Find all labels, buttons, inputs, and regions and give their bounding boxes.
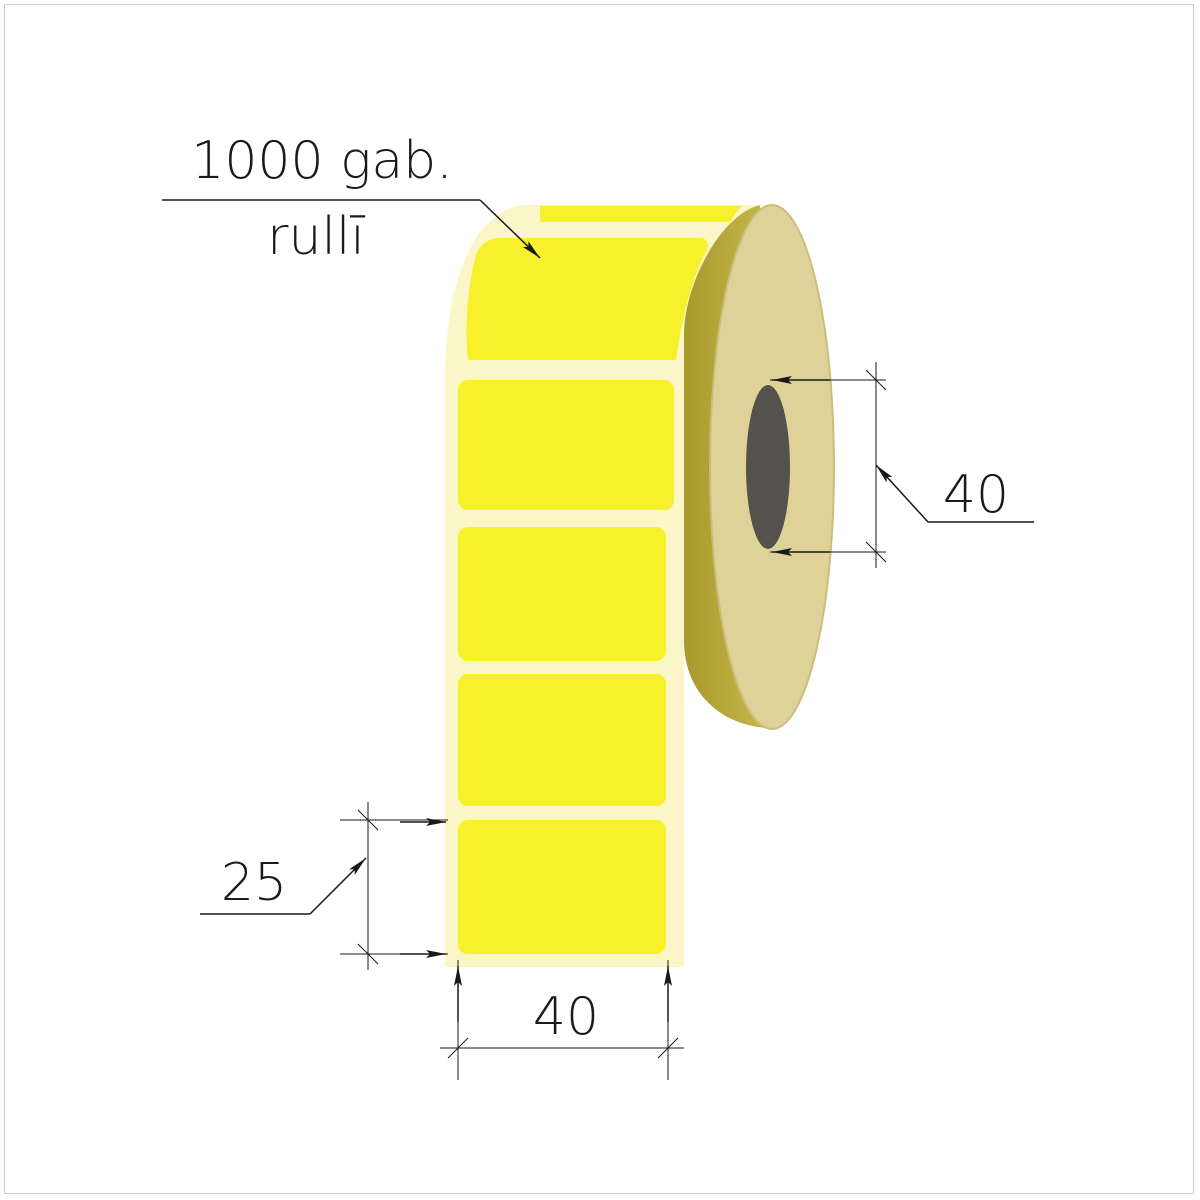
label-3	[458, 674, 666, 806]
core-leader-arrow	[875, 464, 929, 523]
label-1	[458, 380, 674, 510]
height-tick-bottom	[357, 943, 379, 965]
width-tick-left	[447, 1037, 469, 1059]
callout-unit: rullī	[267, 207, 365, 267]
core-hole	[746, 385, 790, 549]
core-diameter-label: 40	[943, 465, 1009, 525]
height-tick-top	[357, 809, 379, 831]
label-4	[458, 820, 666, 954]
core-tick-top	[865, 369, 887, 391]
height-leader-arrow	[309, 857, 367, 915]
label-2	[458, 527, 666, 661]
core-tick-bottom	[865, 541, 887, 563]
callout-arrow	[479, 199, 541, 259]
roll-face-rim	[709, 204, 835, 730]
callout-quantity: 1000 gab.	[191, 131, 452, 191]
label-curved	[466, 238, 708, 360]
label-top	[540, 206, 742, 222]
label-height-label: 25	[221, 853, 287, 913]
label-width-label: 40	[533, 987, 599, 1047]
width-tick-right	[657, 1037, 679, 1059]
